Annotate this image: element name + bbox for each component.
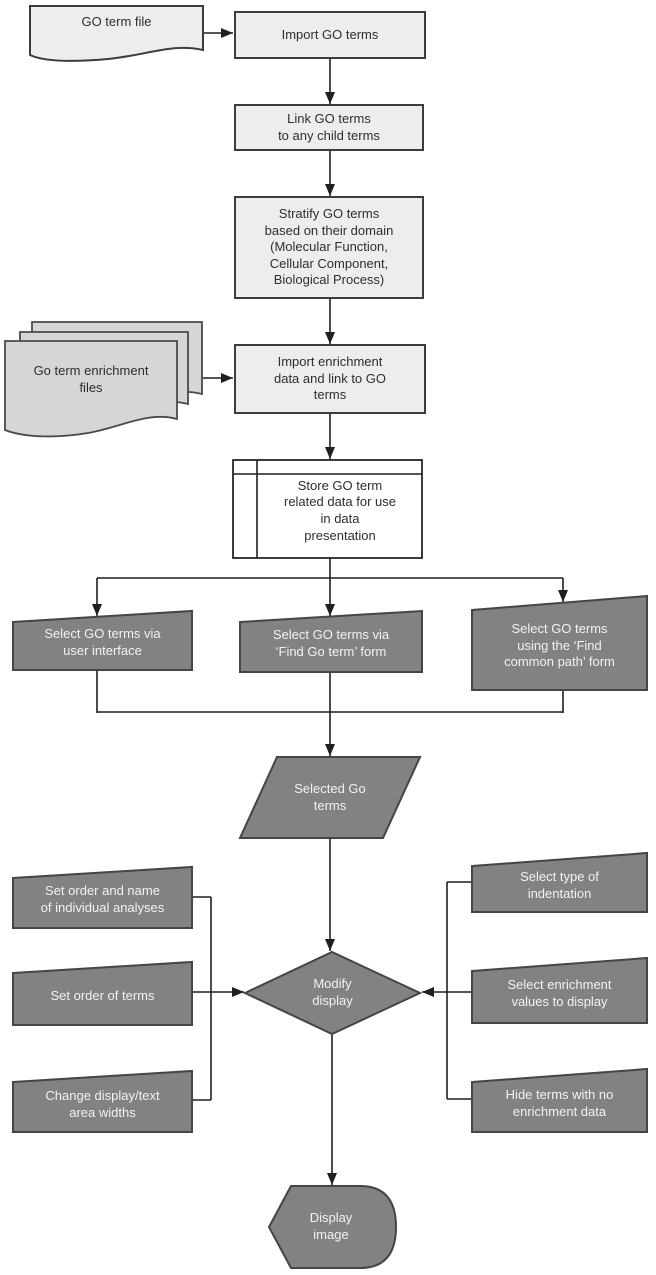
selected-terms-shape [238, 756, 422, 839]
select-common-path-shape [471, 594, 648, 691]
hide-no-enrichment-shape [471, 1067, 648, 1133]
select-enrichment-values-shape [471, 956, 648, 1024]
enrichment-files-front-page [4, 340, 178, 438]
select-indentation-shape [471, 851, 648, 913]
select-via-ui-shape [12, 609, 193, 671]
modify-display-shape [242, 950, 423, 1036]
link-child-terms-shape [234, 104, 424, 151]
import-enrichment-shape [234, 344, 426, 414]
set-order-name-shape [12, 865, 193, 929]
display-image-shape [267, 1185, 398, 1269]
store-data-shape [232, 459, 423, 559]
go-term-file-shape [29, 5, 204, 62]
set-order-terms-shape [12, 960, 193, 1026]
stratify-domains-shape [234, 196, 424, 299]
select-via-find-form-shape [239, 609, 423, 673]
change-widths-shape [12, 1069, 193, 1133]
import-go-terms-shape [234, 11, 426, 59]
